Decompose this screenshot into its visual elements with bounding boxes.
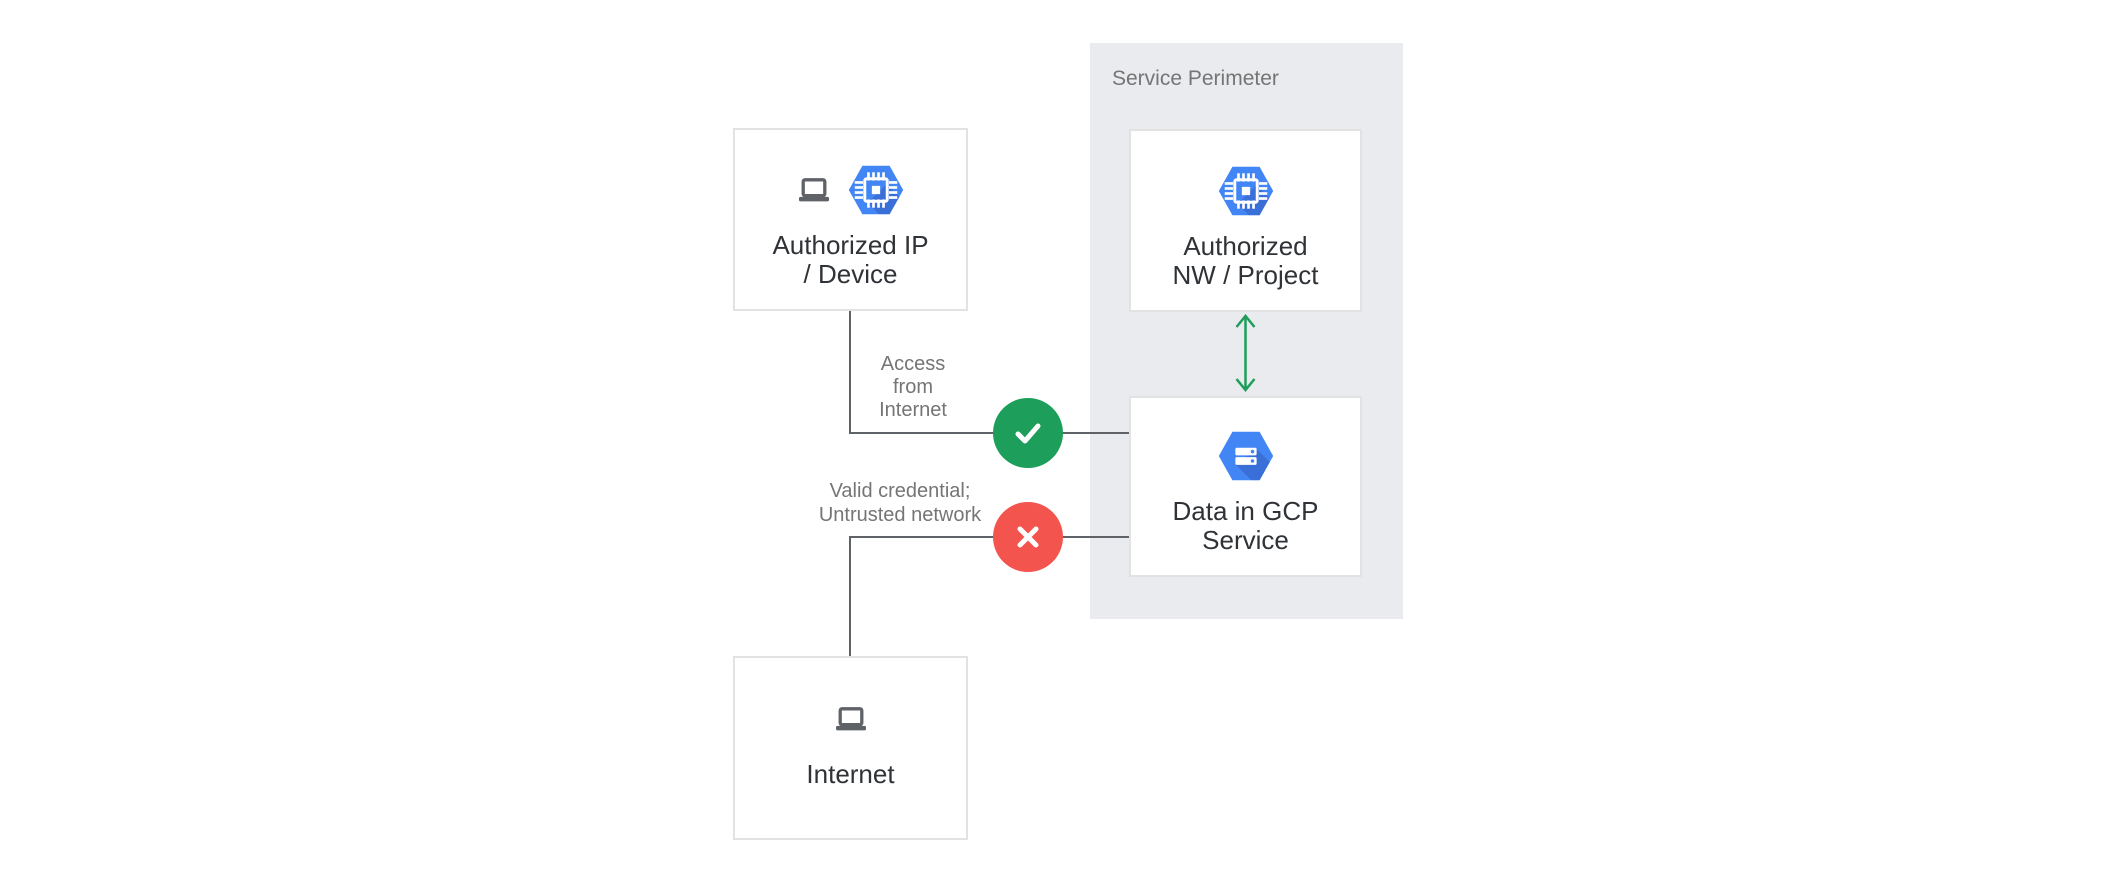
node-label: Authorized IP / Device	[772, 230, 929, 289]
edge-label-valid-credential-untrusted-network: Valid credential; Untrusted network	[818, 480, 982, 526]
gcp-hexagon-chip-icon	[848, 165, 903, 215]
node-internet: Internet	[733, 656, 968, 840]
node-data-in-gcp-service: Data in GCP Service	[1129, 396, 1362, 577]
node-icons	[1216, 430, 1276, 482]
node-label: Internet	[806, 759, 895, 789]
check-icon	[1015, 423, 1041, 444]
cross-icon	[1017, 526, 1039, 548]
node-authorized-ip-device: Authorized IP / Device	[733, 128, 968, 311]
node-authorized-nw-project: Authorized NW / Project	[1129, 129, 1362, 312]
access-denied-badge	[993, 502, 1063, 572]
connector-internet-to-data	[849, 536, 1131, 656]
edge-label-access-from-internet: Access from Internet	[879, 353, 947, 421]
gcp-hexagon-storage-icon	[1218, 431, 1273, 481]
node-icons	[1216, 165, 1276, 217]
gcp-hexagon-chip-icon	[1218, 166, 1273, 216]
node-label: Data in GCP Service	[1172, 496, 1319, 555]
service-perimeter-label: Service Perimeter	[1112, 67, 1279, 90]
node-icons	[796, 164, 906, 216]
access-allowed-badge	[993, 398, 1063, 468]
laptop-icon	[798, 178, 829, 202]
node-label: Authorized NW / Project	[1172, 231, 1319, 290]
node-icons	[833, 704, 869, 734]
laptop-icon	[835, 707, 866, 731]
